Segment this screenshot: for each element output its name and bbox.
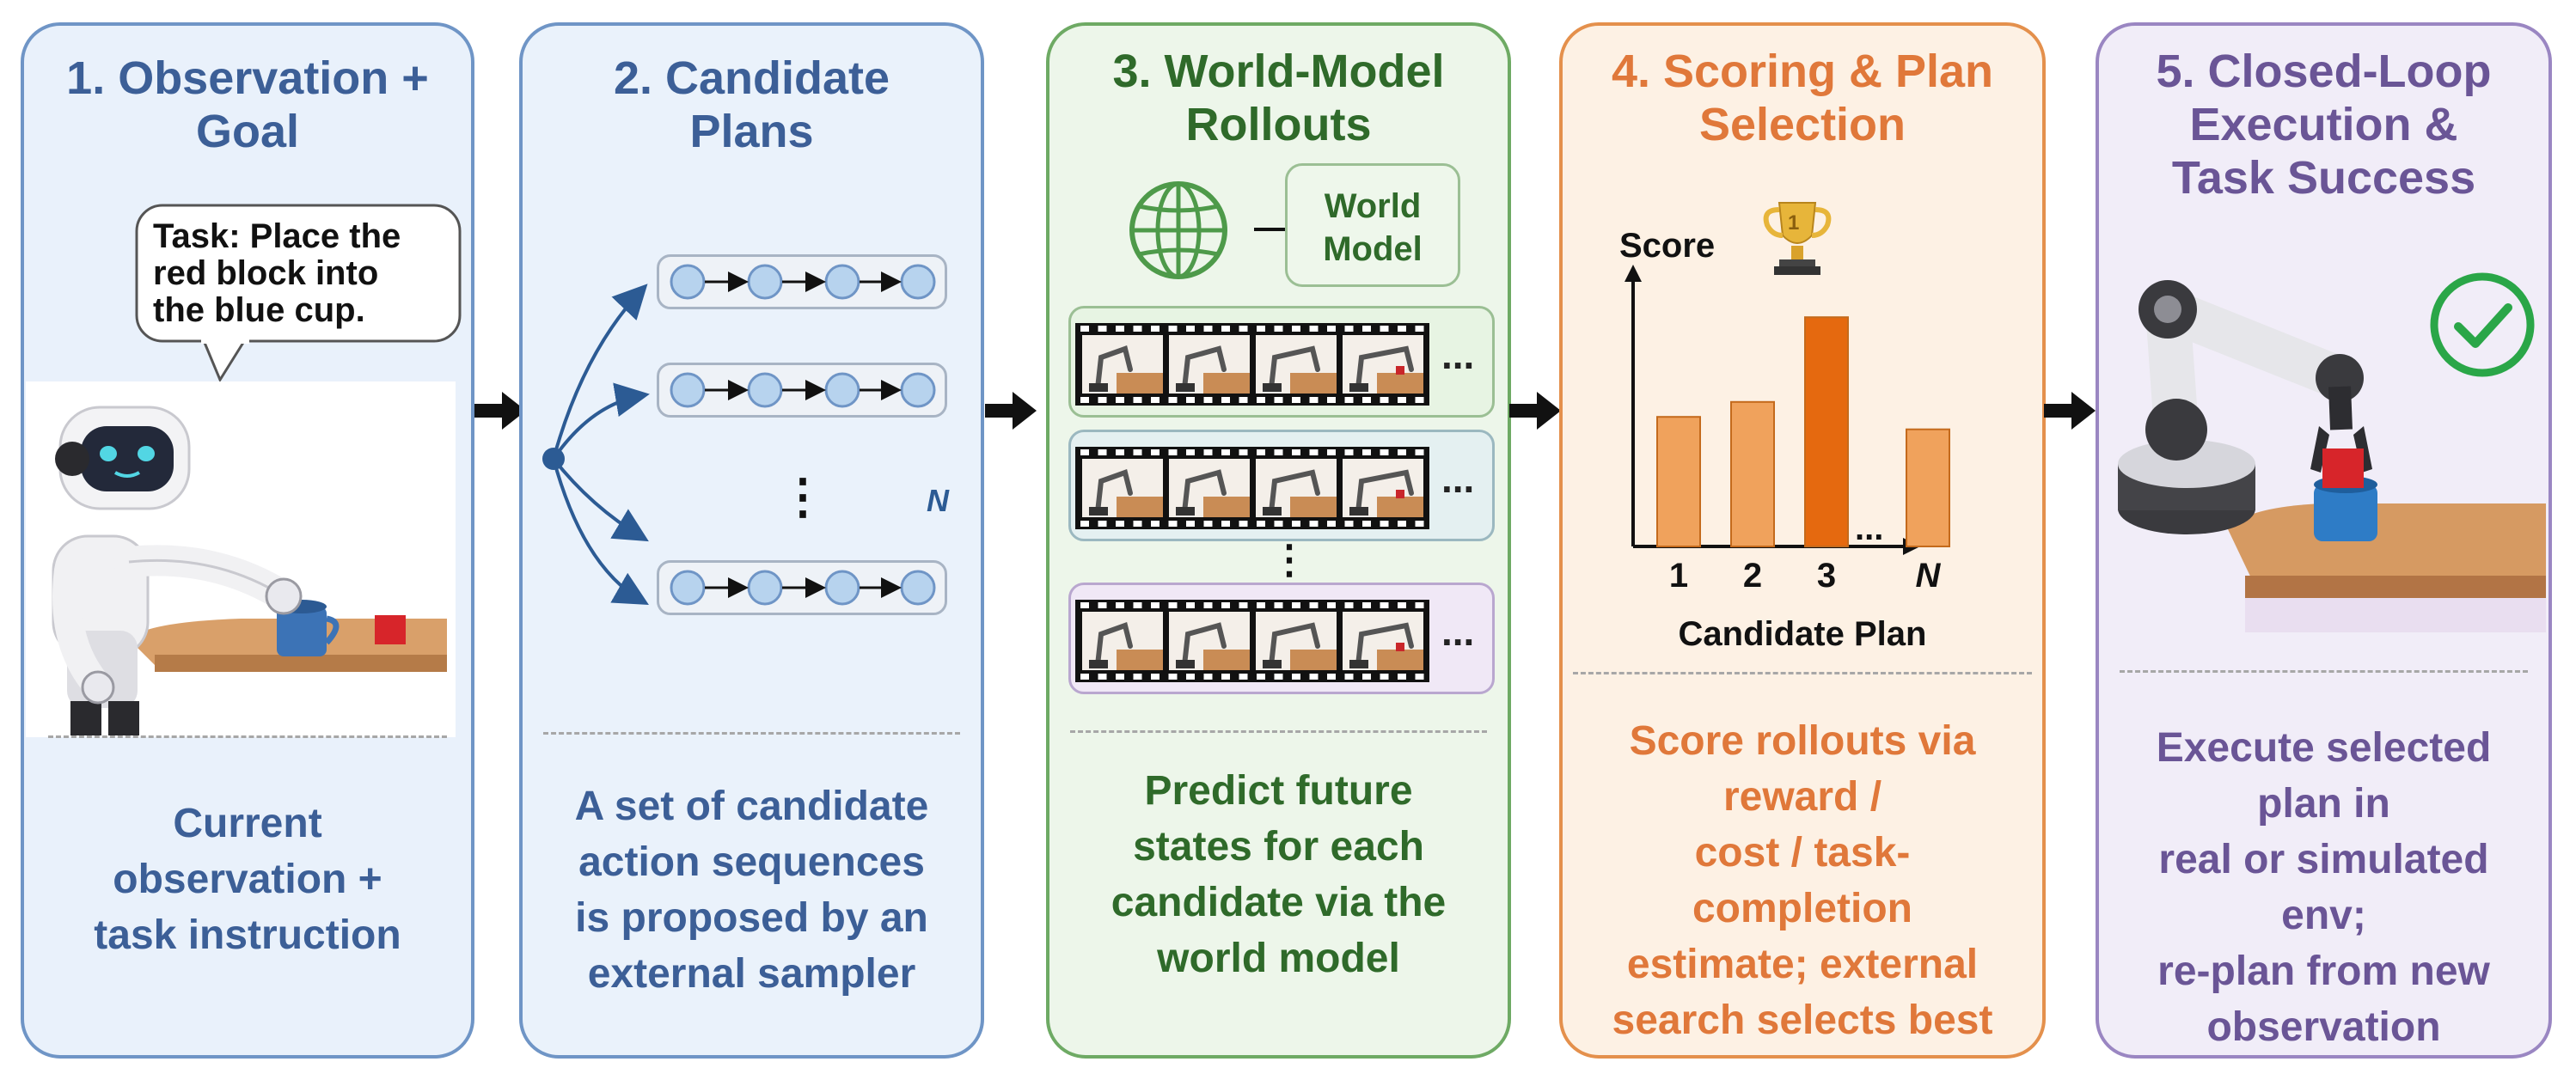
panel-description: Execute selected plan in real or simulat… [2156, 725, 2492, 1050]
robot-arm-scene-image [2118, 280, 2546, 632]
trophy-icon [1763, 202, 1832, 275]
vertical-ellipsis: ⋮ [779, 469, 827, 523]
panel-title: 4. Scoring & Plan Selection [1611, 46, 1994, 150]
panel-candidate-plans: 2. Candidate Plans [519, 22, 984, 1059]
success-check-icon [2430, 272, 2535, 377]
panel-description: Predict future states for each candidate… [1111, 768, 1447, 981]
chart-ylabel: Score [1619, 227, 1716, 265]
flow-arrow-icon [985, 392, 1037, 430]
trophy-rank: 1 [1788, 211, 1800, 235]
x-tick-label: 2 [1742, 557, 1763, 595]
panel-title: 2. Candidate Plans [613, 52, 890, 157]
rollout-frame [1343, 612, 1423, 670]
rollout-frame [1169, 459, 1250, 517]
x-tick-label: 3 [1816, 557, 1837, 595]
flow-arrow-icon [2044, 392, 2096, 430]
panel-scoring-selection: 4. Scoring & Plan Selection ... 1 Score … [1559, 22, 2046, 1059]
panel-observation-goal: 1. Observation + Goal Task: Place the re… [21, 22, 474, 1059]
robot-scene-image [26, 381, 456, 737]
bar-2 [1730, 400, 1775, 547]
rollout-frame [1343, 459, 1423, 517]
bar-N [1906, 428, 1950, 548]
plan-branch-diagram [542, 284, 650, 605]
filmstrip-3 [1075, 600, 1429, 682]
panel-title: 3. World-Model Rollouts [1112, 46, 1445, 150]
task-text: Task: Place the red block into the blue … [153, 217, 401, 329]
ellipsis: ... [1441, 333, 1475, 377]
panel-description: A set of candidate action sequences is p… [574, 784, 929, 997]
separator [48, 735, 447, 738]
rollout-frame [1256, 612, 1337, 670]
panel-title: 1. Observation + Goal [66, 52, 429, 157]
bar-gap-ellipsis: ... [1855, 509, 1883, 547]
score-bar-chart: ... [1625, 202, 1950, 555]
separator [2120, 670, 2528, 673]
panel-title: 5. Closed-Loop Execution & Task Success [2156, 46, 2492, 204]
world-model-box: World Model [1285, 163, 1460, 287]
globe-icon [1129, 181, 1227, 279]
separator [1070, 730, 1487, 733]
panel-world-model-rollouts: 3. World-Model Rollouts World Model ... … [1046, 22, 1511, 1059]
filmstrip-2 [1075, 447, 1429, 529]
n-label: N [927, 483, 949, 518]
rollout-frame [1082, 335, 1163, 394]
bar-1 [1656, 416, 1701, 548]
panel-description: Current observation + task instruction [94, 801, 401, 958]
x-tick-label: N [1915, 557, 1941, 595]
flow-arrow-icon [474, 392, 526, 430]
panel-description: Score rollouts via reward / cost / task-… [1612, 718, 1993, 1043]
x-tick-label: 1 [1668, 557, 1689, 595]
rollout-frame [1256, 335, 1337, 394]
chart-xlabel: Candidate Plan [1678, 615, 1927, 653]
ellipsis: ... [1441, 456, 1475, 501]
panel-closed-loop-execution: 5. Closed-Loop Execution & Task Success … [2096, 22, 2552, 1059]
vertical-ellipsis: ⋮ [1270, 537, 1309, 582]
filmstrip-1 [1075, 323, 1429, 406]
rollout-frame [1082, 459, 1163, 517]
plan-node-chains [670, 264, 936, 606]
rollout-frame [1256, 459, 1337, 517]
ellipsis: ... [1441, 609, 1475, 654]
bar-3 [1804, 316, 1849, 547]
rollout-frame [1343, 335, 1423, 394]
flow-arrow-icon [1509, 392, 1561, 430]
separator [543, 732, 960, 735]
rollout-frame [1169, 335, 1250, 394]
filmstrip-frames [1075, 323, 1429, 682]
rollout-frame [1169, 612, 1250, 670]
rollout-frame [1082, 612, 1163, 670]
separator [1573, 672, 2032, 674]
world-model-label: World Model [1323, 187, 1423, 268]
speech-bubble: Task: Place the red block into the blue … [134, 203, 464, 383]
